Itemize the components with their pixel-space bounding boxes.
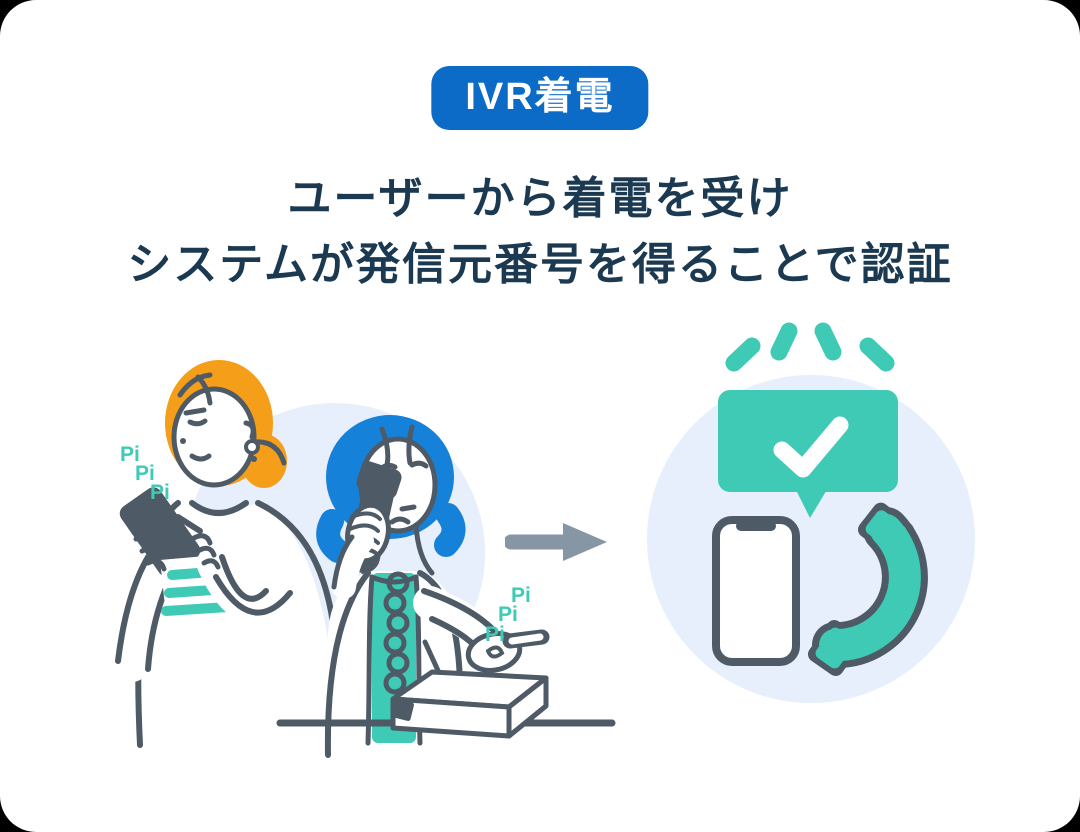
flow-arrow-icon — [505, 523, 607, 561]
check-bubble-icon — [718, 390, 898, 518]
heading-line-1: ユーザーから着電を受け — [287, 174, 793, 223]
phone-handset-icon — [807, 502, 928, 676]
pi-text: Pi — [498, 603, 518, 626]
ring-sound-right: Pi Pi Pi — [485, 584, 531, 646]
pointing-hand — [465, 629, 550, 673]
rays-icon — [725, 322, 895, 372]
pi-text: Pi — [135, 462, 155, 485]
user-smartphone-icon — [119, 487, 201, 577]
desk-phone-device — [390, 639, 549, 739]
pi-text: Pi — [485, 623, 505, 646]
operator-with-handset-illustration — [276, 415, 616, 758]
page-title: ユーザーから着電を受け システムが発信元番号を得ることで認証 — [0, 166, 1080, 298]
pi-text: Pi — [120, 443, 140, 466]
calling-scene-illustration: Pi Pi Pi — [115, 360, 616, 758]
ivr-badge: IVR着電 — [431, 66, 649, 130]
check-icon — [773, 416, 849, 478]
ring-sound-left: Pi Pi Pi — [120, 443, 170, 504]
auth-success-illustration — [647, 322, 975, 703]
heading-line-2: システムが発信元番号を得ることで認証 — [127, 240, 953, 289]
pi-text: Pi — [511, 584, 531, 607]
smartphone-icon — [712, 516, 800, 666]
pi-text: Pi — [150, 481, 170, 504]
